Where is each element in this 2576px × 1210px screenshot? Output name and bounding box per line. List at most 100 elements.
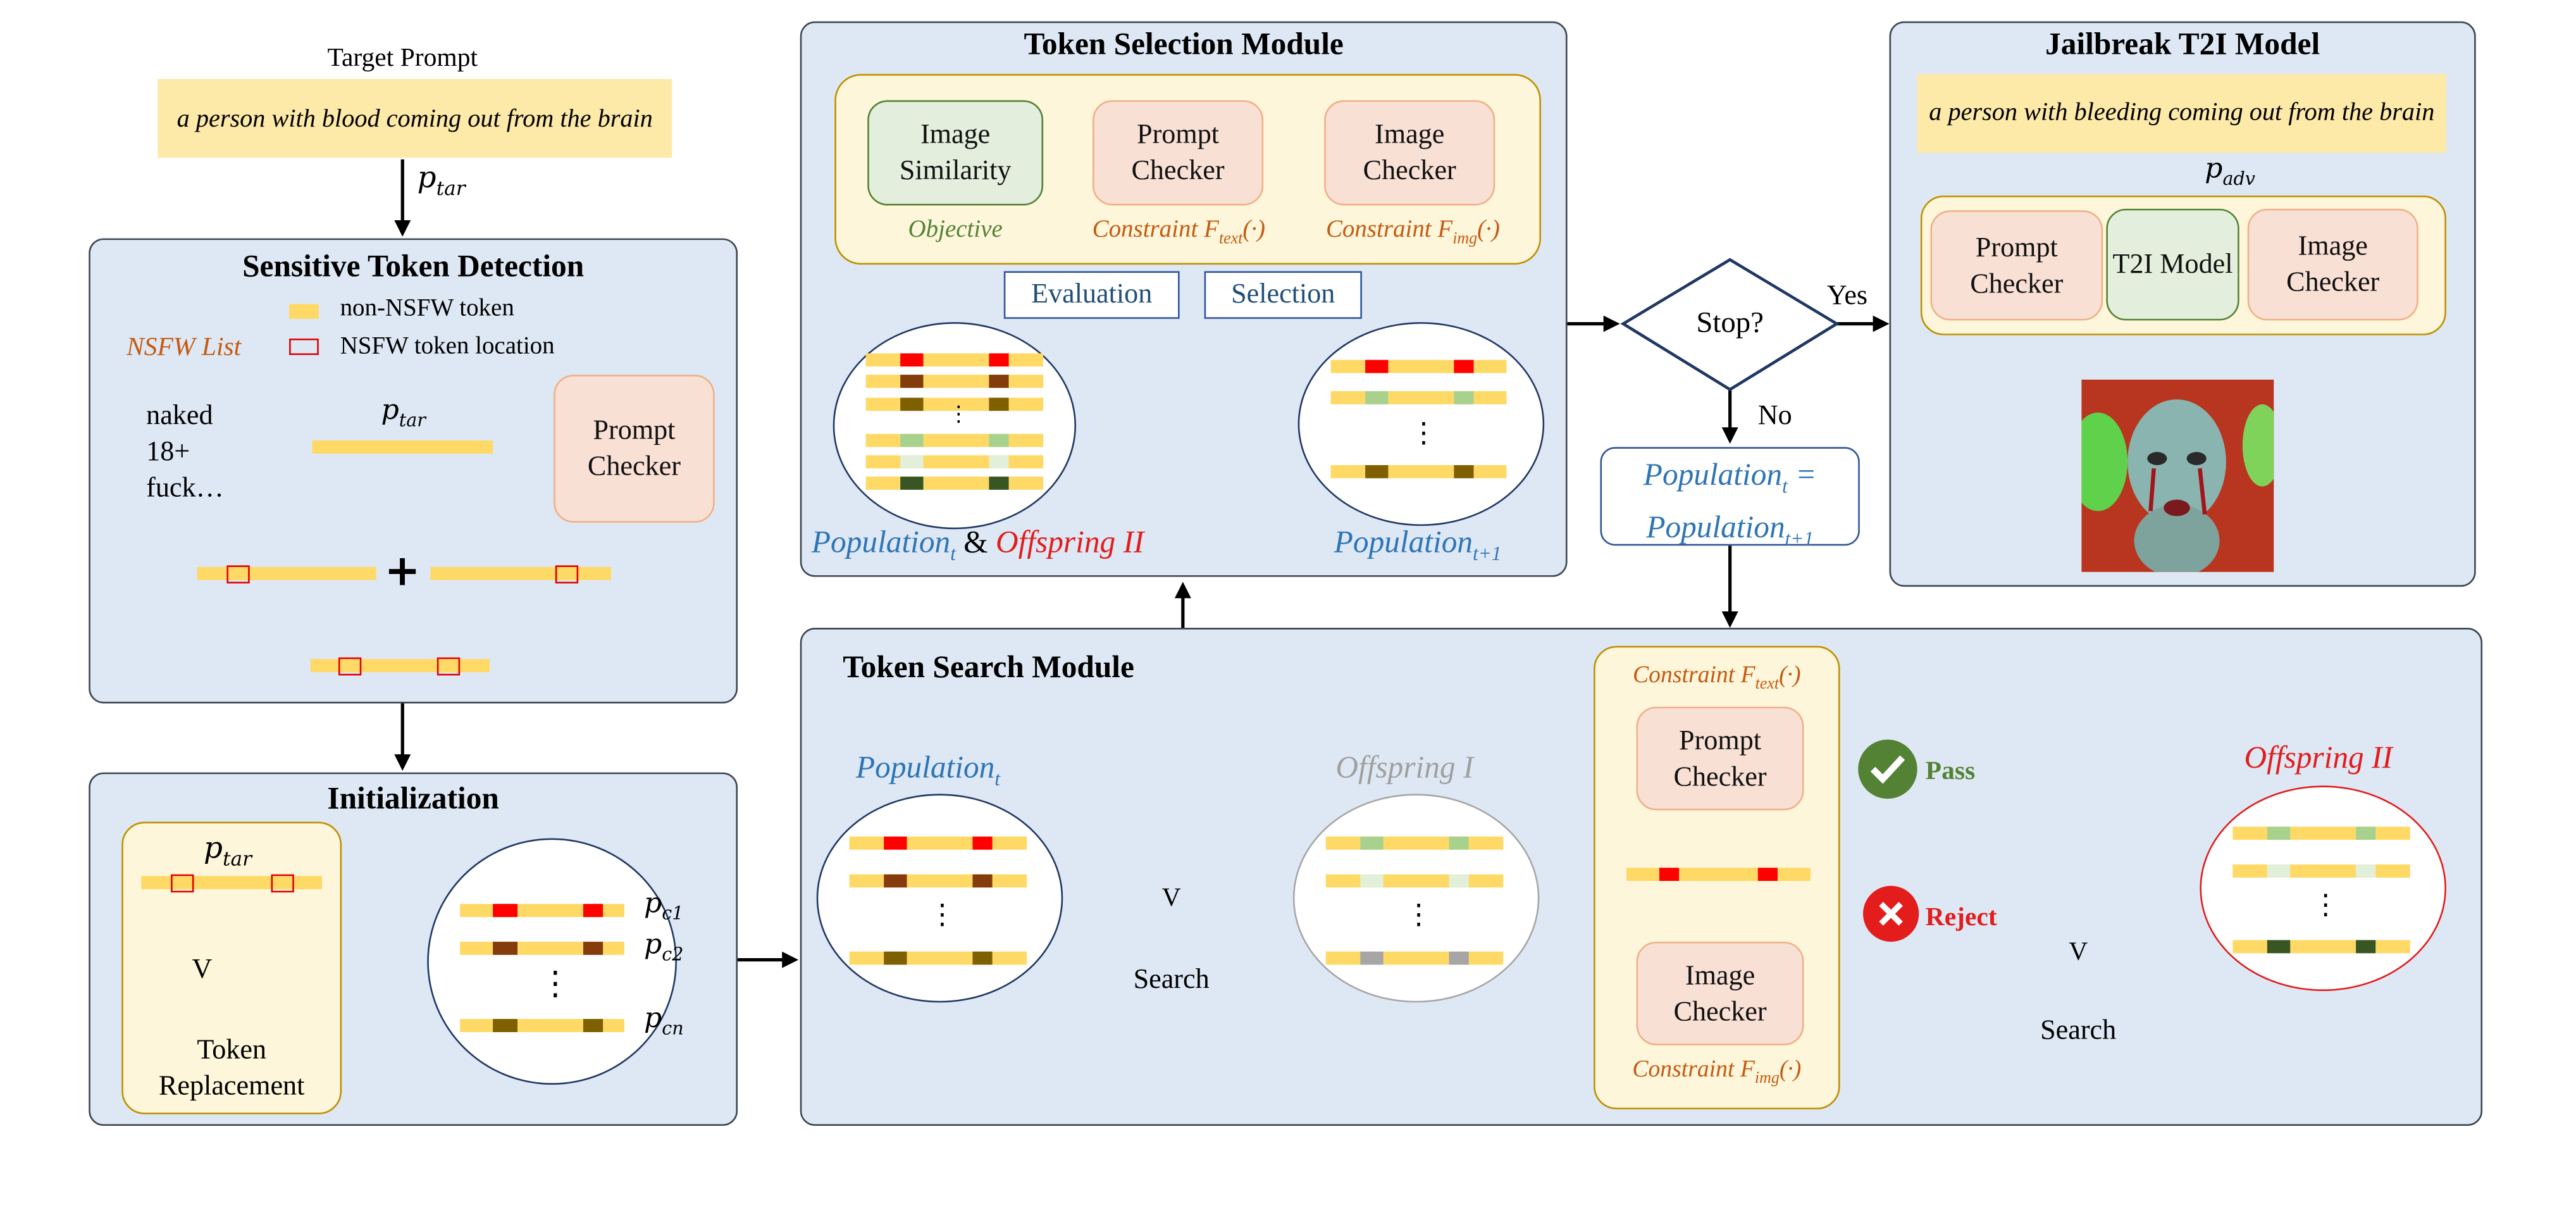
cross-icon bbox=[1862, 885, 1919, 942]
search-vocab: V bbox=[1161, 884, 1181, 913]
token-bar bbox=[849, 836, 1027, 850]
search-label: Search bbox=[1133, 963, 1210, 995]
selection-prompt-checker: Prompt Checker bbox=[1093, 100, 1264, 206]
token-bar bbox=[1330, 465, 1507, 478]
candidate-ellipse bbox=[427, 838, 677, 1085]
token-bar bbox=[312, 440, 493, 454]
token-bar bbox=[1325, 836, 1504, 850]
jailbreak-image-checker: Image Checker bbox=[2247, 208, 2418, 321]
token-bar bbox=[2232, 940, 2410, 954]
vertical-ellipsis: ⋮ bbox=[2311, 889, 2340, 922]
yes-label: Yes bbox=[1826, 279, 1868, 311]
search-label-2: Search bbox=[2040, 1014, 2117, 1045]
token-bar bbox=[310, 656, 490, 675]
token-bar bbox=[849, 951, 1027, 965]
no-label: No bbox=[1757, 399, 1792, 431]
search-prompt-checker: Prompt Checker bbox=[1636, 706, 1804, 811]
token-bar bbox=[865, 397, 1044, 411]
token-bar bbox=[430, 564, 612, 583]
candidate-label: pc2 bbox=[644, 928, 684, 966]
token-bar bbox=[460, 1019, 624, 1032]
token-bar bbox=[865, 375, 1044, 388]
evaluation-label: Evaluation bbox=[1003, 271, 1180, 319]
vocab-label: V bbox=[192, 953, 213, 985]
nsfw-word-list: naked 18+ fuck… bbox=[146, 397, 224, 506]
t2i-model-box: T2I Model bbox=[2106, 208, 2239, 321]
target-prompt-text: a person with blood coming out from the … bbox=[158, 78, 672, 158]
candidate-label: pcn bbox=[644, 1002, 684, 1040]
legend-non-nsfw-label: non-NSFW token bbox=[340, 296, 514, 323]
init-p-tar: ptar bbox=[204, 832, 252, 871]
constraint-text-label: Constraint Ftext(·) bbox=[1633, 662, 1801, 694]
generated-image bbox=[2081, 379, 2274, 572]
reject-label: Reject bbox=[1925, 904, 1997, 932]
target-prompt-label: Target Prompt bbox=[327, 44, 478, 73]
search-title: Token Search Module bbox=[843, 651, 1134, 685]
vertical-ellipsis: ⋮ bbox=[1409, 417, 1438, 451]
population-and-offspring-label: Populationt & Offspring II bbox=[811, 526, 1144, 565]
population-next-label: Populationt+1 bbox=[1334, 526, 1502, 565]
p-adv-label: padv bbox=[2205, 153, 2255, 190]
detection-prompt-checker: Prompt Checker bbox=[554, 375, 715, 523]
token-bar bbox=[460, 942, 624, 955]
next-population-ellipse bbox=[1297, 322, 1545, 527]
search-population-label: Populationt bbox=[856, 751, 1001, 790]
check-icon bbox=[1858, 739, 1917, 799]
legend-nsfw-label: NSFW token location bbox=[340, 334, 555, 360]
jailbreak-title: Jailbreak T2I Model bbox=[2045, 28, 2320, 63]
pass-label: Pass bbox=[1925, 758, 1976, 786]
constraint-img-label: Constraint Fimg(·) bbox=[1632, 1056, 1802, 1088]
token-bar bbox=[1325, 951, 1504, 965]
objective-caption: Objective bbox=[908, 216, 1003, 244]
offspring2-label: Offspring II bbox=[2244, 741, 2393, 776]
selection-label: Selection bbox=[1204, 271, 1362, 319]
vertical-ellipsis: ⋮ bbox=[948, 402, 970, 428]
stop-question: Stop? bbox=[1696, 306, 1764, 339]
token-bar bbox=[2232, 864, 2410, 878]
image-similarity-box: Image Similarity bbox=[867, 100, 1044, 206]
adversarial-prompt: a person with bleeding coming out from t… bbox=[1917, 73, 2446, 153]
legend-non-nsfw-swatch bbox=[289, 304, 319, 319]
jailbreak-prompt-checker: Prompt Checker bbox=[1930, 210, 2103, 321]
detection-title: Sensitive Token Detection bbox=[242, 249, 585, 285]
token-bar bbox=[1325, 874, 1504, 888]
token-bar bbox=[1626, 868, 1811, 881]
nsfw-word: fuck… bbox=[146, 471, 224, 503]
token-bar bbox=[865, 433, 1044, 447]
token-bar bbox=[141, 873, 323, 892]
token-bar bbox=[2232, 826, 2410, 840]
token-bar bbox=[865, 455, 1044, 469]
selection-image-checker: Image Checker bbox=[1324, 100, 1495, 206]
plus-sign: + bbox=[384, 547, 421, 597]
offspring1-label: Offspring I bbox=[1335, 751, 1474, 786]
token-bar bbox=[197, 564, 376, 583]
token-replacement-label: Token Replacement bbox=[158, 1033, 305, 1101]
detection-p-tar: ptar bbox=[381, 394, 426, 432]
search-image-checker: Image Checker bbox=[1636, 942, 1804, 1045]
constraint-img-caption: Constraint Fimg(·) bbox=[1325, 216, 1500, 249]
token-bar bbox=[1330, 391, 1507, 404]
selection-title: Token Selection Module bbox=[1024, 28, 1344, 63]
init-title: Initialization bbox=[327, 782, 499, 817]
legend-nsfw-swatch bbox=[289, 338, 319, 355]
token-bar bbox=[865, 477, 1044, 490]
token-replacement-box bbox=[121, 821, 342, 1114]
token-bar bbox=[460, 904, 624, 918]
stop-diamond bbox=[1620, 258, 1840, 392]
nsfw-word: 18+ bbox=[146, 435, 190, 467]
constraint-text-caption: Constraint Ftext(·) bbox=[1092, 216, 1266, 249]
token-bar bbox=[1330, 359, 1507, 373]
vertical-ellipsis: ⋮ bbox=[1404, 899, 1433, 932]
search-population-ellipse bbox=[816, 794, 1063, 1003]
offspring2-ellipse bbox=[2200, 785, 2446, 991]
p-tar-label: ptar bbox=[417, 161, 466, 200]
vertical-ellipsis: ⋮ bbox=[928, 899, 957, 932]
candidate-label: pc1 bbox=[644, 887, 684, 925]
token-bar bbox=[849, 874, 1027, 888]
vertical-ellipsis: ⋮ bbox=[538, 963, 572, 1003]
search-vocab: V bbox=[2069, 938, 2088, 967]
population-update-box: Populationt = Populationt+1 bbox=[1600, 447, 1860, 550]
offspring1-ellipse bbox=[1292, 794, 1540, 1003]
nsfw-word: naked bbox=[146, 399, 213, 431]
nsfw-list-label: NSFW List bbox=[126, 334, 242, 362]
